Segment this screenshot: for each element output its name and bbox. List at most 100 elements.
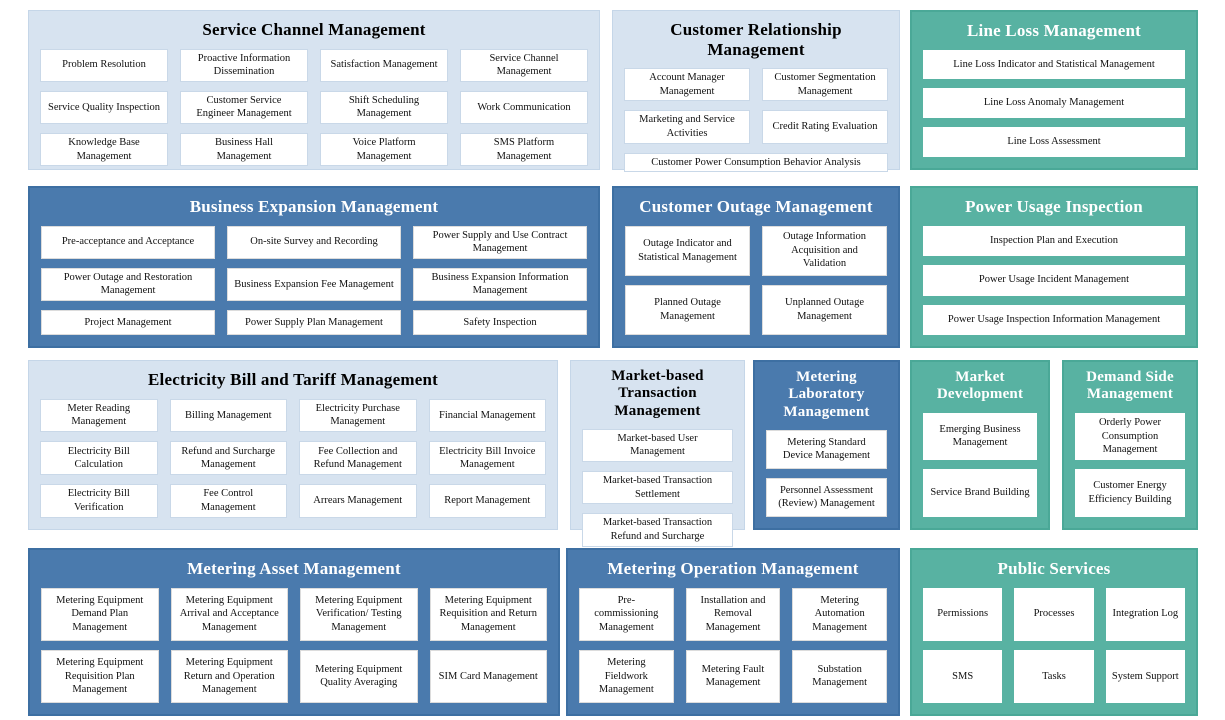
- module-item: Report Management: [428, 484, 546, 518]
- module-item: Service Brand Building: [923, 469, 1037, 517]
- module-item: Power Usage Inspection Information Manag…: [923, 304, 1185, 335]
- panel-title-metering-operation-management: Metering Operation Management: [607, 559, 859, 578]
- module-item: Knowledge Base Management: [40, 133, 168, 167]
- panel-body: Metering Equipment Demand Plan Managemen…: [41, 587, 547, 704]
- module-row: Market-based User Management: [582, 428, 733, 463]
- module-row: Line Loss Indicator and Statistical Mana…: [923, 49, 1185, 80]
- module-item: Problem Resolution: [40, 48, 168, 82]
- module-item: Customer Service Engineer Management: [180, 90, 308, 125]
- module-item: Electricity Bill Calculation: [40, 441, 158, 476]
- module-item: Metering Equipment Demand Plan Managemen…: [41, 587, 159, 641]
- module-item: Proactive Information Dissemination: [180, 48, 308, 82]
- module-item: Metering Equipment Requisition and Retur…: [429, 587, 547, 641]
- module-item: Orderly Power Consumption Management: [1075, 412, 1185, 461]
- module-row: Line Loss Anomaly Management: [923, 88, 1185, 119]
- module-item: Metering Fieldwork Management: [579, 649, 674, 704]
- module-row: Market-based Transaction Refund and Surc…: [582, 513, 733, 547]
- module-item: Processes: [1014, 587, 1094, 641]
- module-item: Power Outage and Restoration Management: [41, 267, 215, 302]
- module-item: Electricity Purchase Management: [299, 398, 417, 433]
- module-item: Power Usage Incident Management: [923, 265, 1185, 296]
- panel-title-metering-laboratory-management: Metering Laboratory Management: [783, 369, 870, 420]
- module-row: Power Outage and Restoration Management B…: [41, 267, 587, 302]
- module-item: Market-based User Management: [582, 428, 733, 463]
- panel-title-metering-asset-management: Metering Asset Management: [187, 559, 401, 578]
- module-item: Metering Equipment Quality Averaging: [300, 649, 418, 704]
- module-item: Project Management: [41, 310, 215, 335]
- module-row: Inspection Plan and Execution: [923, 225, 1185, 257]
- panel-title-customer-relationship-management: Customer Relationship Management: [670, 20, 842, 59]
- module-row: Market-based Transaction Settlement: [582, 471, 733, 505]
- module-row: Outage Indicator and Statistical Managem…: [625, 225, 887, 276]
- module-row: Personnel Assessment (Review) Management: [766, 477, 887, 517]
- panel-title-market-development: Market Development: [936, 369, 1024, 403]
- module-row: Problem Resolution Proactive Information …: [40, 48, 588, 82]
- module-row: Orderly Power Consumption Management: [1075, 412, 1185, 461]
- module-item: Fee Control Management: [169, 484, 287, 518]
- module-item: Satisfaction Management: [320, 48, 448, 82]
- module-item: Emerging Business Management: [923, 412, 1037, 461]
- module-row: Metering Equipment Requisition Plan Mana…: [41, 649, 547, 704]
- module-item: Voice Platform Management: [320, 133, 448, 167]
- module-item: Inspection Plan and Execution: [923, 225, 1185, 257]
- module-item: Tasks: [1014, 649, 1094, 704]
- module-item: Customer Power Consumption Behavior Anal…: [624, 152, 888, 173]
- module-row: Service Brand Building: [923, 469, 1037, 517]
- module-item: Market-based Transaction Refund and Surc…: [582, 513, 733, 547]
- module-row: Project Management Power Supply Plan Mana…: [41, 310, 587, 335]
- module-item: On-site Survey and Recording: [227, 225, 401, 259]
- module-row: Metering Standard Device Management: [766, 429, 887, 469]
- module-item: Metering Equipment Requisition Plan Mana…: [41, 649, 159, 704]
- module-item: SIM Card Management: [429, 649, 547, 704]
- module-row: Metering Equipment Demand Plan Managemen…: [41, 587, 547, 641]
- panel-title-electricity-bill-and-tariff-management: Electricity Bill and Tariff Management: [148, 370, 438, 389]
- panel-title-market-based-transaction-management: Market-based Transaction Management: [611, 368, 704, 419]
- module-row: Power Usage Incident Management: [923, 265, 1185, 296]
- module-row: Emerging Business Management: [923, 412, 1037, 461]
- module-item: Metering Equipment Verification/ Testing…: [300, 587, 418, 641]
- panel-title-power-usage-inspection: Power Usage Inspection: [965, 197, 1143, 216]
- module-item: Business Hall Management: [180, 133, 308, 167]
- module-item: Pre-acceptance and Acceptance: [41, 225, 215, 259]
- module-row: Line Loss Assessment: [923, 127, 1185, 157]
- module-item: Shift Scheduling Management: [320, 90, 448, 125]
- module-item: Power Supply and Use Contract Management: [413, 225, 587, 259]
- panel-body: Problem Resolution Proactive Information …: [40, 48, 588, 167]
- module-item: Metering Automation Management: [792, 587, 888, 641]
- module-item: Metering Standard Device Management: [766, 429, 887, 469]
- module-item: Unplanned Outage Management: [762, 284, 887, 336]
- module-item: Business Expansion Fee Management: [227, 267, 401, 302]
- module-item: Marketing and Service Activities: [624, 110, 750, 144]
- module-item: Customer Energy Efficiency Building: [1075, 469, 1185, 517]
- module-item: Metering Equipment Return and Operation …: [170, 649, 288, 704]
- panel-body: Outage Indicator and Statistical Managem…: [625, 225, 887, 336]
- module-item: Power Supply Plan Management: [227, 310, 401, 335]
- module-item: Meter Reading Management: [40, 398, 158, 433]
- module-item: SMS: [923, 649, 1003, 704]
- module-item: Pre-commissioning Management: [579, 587, 674, 641]
